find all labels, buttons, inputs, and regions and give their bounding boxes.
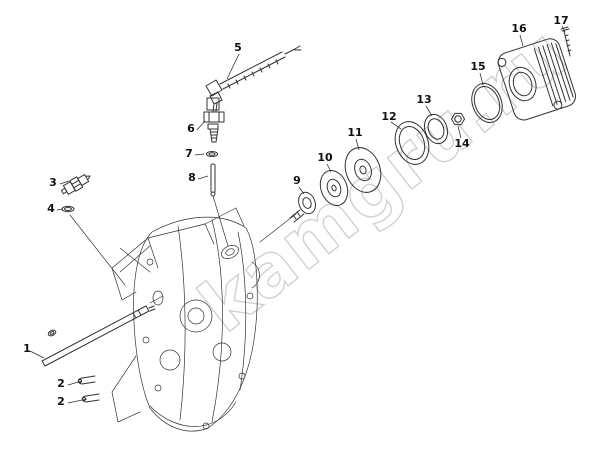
part-label-2b: 2	[57, 395, 65, 408]
drive-pin	[210, 163, 216, 197]
screw	[560, 26, 572, 57]
gearbox-housing	[111, 207, 260, 432]
sensor-switch	[60, 174, 91, 195]
part-label-17: 17	[553, 14, 568, 27]
spacer-ring	[394, 121, 430, 165]
sensor-cable	[205, 45, 302, 113]
part-labels: 1 2 2 3 4 5 6 7 8 9 10 11 12 13 14 15 16…	[23, 14, 568, 408]
part-label-2a: 2	[57, 377, 65, 390]
part-label-5: 5	[234, 41, 242, 54]
part-label-7: 7	[185, 147, 193, 160]
leader-lines	[29, 25, 566, 404]
nut	[451, 112, 465, 126]
sealing-washer	[61, 205, 75, 213]
watermark-text: kamgru.ru	[184, 10, 584, 348]
drive-gear	[344, 147, 382, 193]
assembly-lines	[69, 195, 297, 304]
shaft	[41, 305, 156, 367]
o-ring	[471, 83, 503, 123]
part-label-12: 12	[381, 110, 396, 123]
part-label-15: 15	[470, 60, 485, 73]
retainer-clips	[77, 375, 100, 403]
part-label-4: 4	[47, 202, 55, 215]
part-label-16: 16	[511, 22, 527, 35]
washer	[206, 151, 218, 157]
part-label-13: 13	[416, 93, 431, 106]
part-label-3: 3	[49, 176, 57, 189]
part-label-9: 9	[293, 174, 301, 187]
part-label-10: 10	[317, 151, 333, 164]
watermark: kamgru.ru	[183, 9, 584, 349]
part-label-14: 14	[454, 137, 470, 150]
part-label-1: 1	[23, 342, 31, 355]
part-label-6: 6	[187, 122, 195, 135]
housing-cover	[497, 38, 577, 121]
part-label-11: 11	[347, 126, 362, 139]
speed-sensor	[203, 97, 225, 143]
part-label-8: 8	[188, 171, 196, 184]
retaining-ring	[423, 113, 449, 145]
driven-gear	[319, 170, 349, 206]
